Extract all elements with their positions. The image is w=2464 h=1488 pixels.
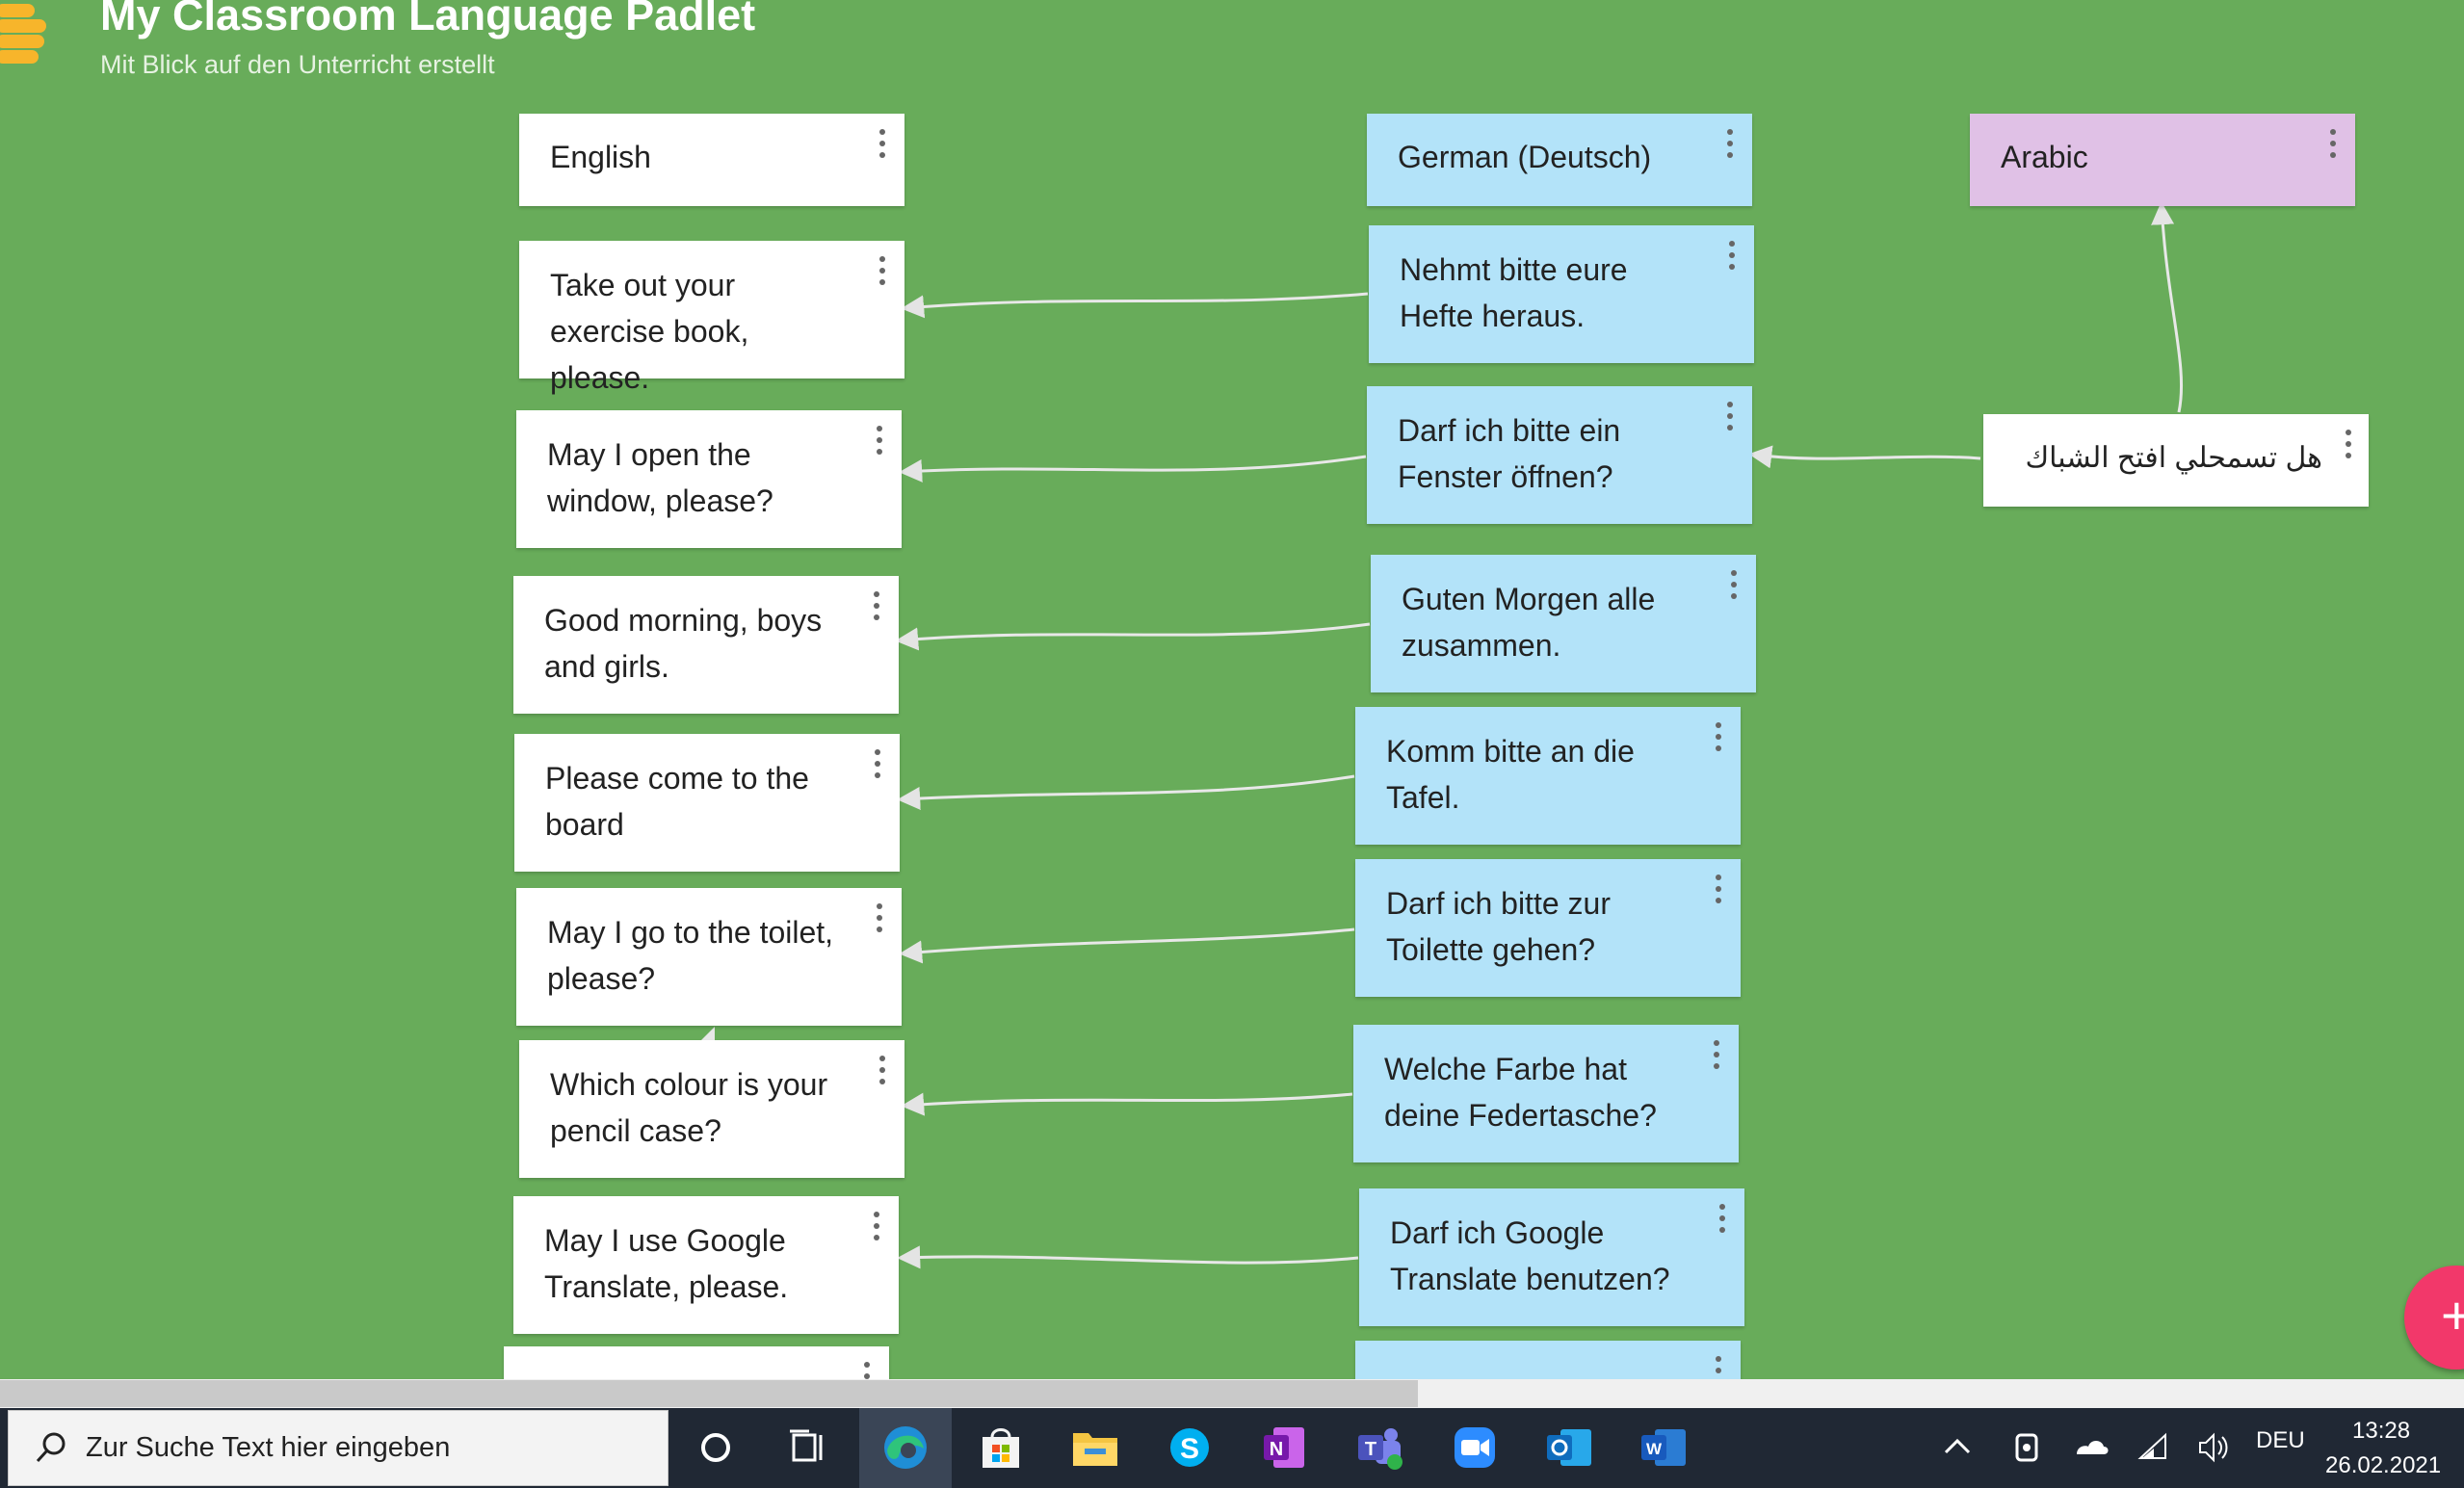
clock-date[interactable]: 26.02.2021 bbox=[2325, 1452, 2442, 1478]
post-card-english[interactable]: Which colour is your pencil case? bbox=[519, 1040, 904, 1178]
column-header-english[interactable]: English bbox=[519, 114, 904, 206]
post-card-german[interactable]: Welche Farbe hat deine Federtasche? bbox=[1353, 1025, 1739, 1162]
post-card-german[interactable]: Komm bitte an die Tafel. bbox=[1355, 707, 1741, 845]
post-text: Darf ich bitte zur Toilette gehen? bbox=[1386, 886, 1611, 967]
post-text: Take out your exercise book, please. bbox=[550, 268, 749, 395]
onenote-icon[interactable]: N bbox=[1256, 1420, 1312, 1475]
padlet-canvas: My Classroom Language Padlet Mit Blick a… bbox=[0, 0, 2464, 1379]
windows-taskbar: Zur Suche Text hier eingeben S N T bbox=[0, 1408, 2464, 1488]
more-options-icon[interactable] bbox=[852, 1360, 879, 1379]
post-card-english[interactable]: May I use Google Translate, please. bbox=[513, 1196, 899, 1334]
edge-icon[interactable] bbox=[878, 1420, 933, 1475]
post-text: May I go to the toilet, please? bbox=[547, 915, 834, 996]
svg-text:W: W bbox=[1646, 1440, 1663, 1458]
post-card-german[interactable]: Guten Morgen alle zusammen. bbox=[1371, 555, 1756, 692]
task-view-icon[interactable] bbox=[780, 1420, 836, 1475]
more-options-icon[interactable] bbox=[2334, 428, 2361, 466]
board-title: My Classroom Language Padlet bbox=[100, 0, 756, 39]
post-card-german[interactable]: Darf ich bitte zur Toilette gehen? bbox=[1355, 859, 1741, 997]
more-options-icon[interactable] bbox=[865, 901, 892, 940]
post-card-arabic[interactable]: هل تسمحلي افتح الشباك bbox=[1983, 414, 2369, 507]
post-text: May I open the window, please? bbox=[547, 437, 773, 518]
clock-time[interactable]: 13:28 bbox=[2352, 1418, 2411, 1444]
post-text: Please come to the board bbox=[545, 761, 809, 842]
post-card-german[interactable]: Darf ich Google Translate benutzen? bbox=[1359, 1188, 1744, 1326]
more-options-icon[interactable] bbox=[1716, 400, 1743, 438]
post-card-english[interactable]: May I go to the toilet, please? bbox=[516, 888, 902, 1026]
more-options-icon[interactable] bbox=[1719, 568, 1746, 607]
more-options-icon[interactable] bbox=[868, 127, 895, 166]
teams-icon[interactable]: T bbox=[1352, 1420, 1408, 1475]
volume-icon[interactable] bbox=[2194, 1420, 2233, 1475]
more-options-icon[interactable] bbox=[1716, 127, 1743, 166]
store-icon[interactable] bbox=[973, 1420, 1029, 1475]
more-options-icon[interactable] bbox=[865, 424, 892, 462]
chevron-up-icon[interactable] bbox=[1938, 1420, 1977, 1475]
post-text: Good morning, boys and girls. bbox=[544, 603, 823, 684]
board-subtitle: Mit Blick auf den Unterricht erstellt bbox=[100, 50, 495, 79]
post-text: Guten Morgen alle zusammen. bbox=[1402, 582, 1656, 663]
more-options-icon[interactable] bbox=[1702, 1038, 1729, 1077]
more-options-icon[interactable] bbox=[862, 589, 889, 628]
post-text: Nehmt bitte eure Hefte heraus. bbox=[1400, 252, 1628, 333]
more-options-icon[interactable] bbox=[868, 254, 895, 293]
more-options-icon[interactable] bbox=[863, 747, 890, 786]
post-card-partial[interactable] bbox=[504, 1346, 889, 1379]
taskbar-search-box[interactable]: Zur Suche Text hier eingeben bbox=[8, 1410, 668, 1486]
search-icon bbox=[36, 1432, 66, 1463]
more-options-icon[interactable] bbox=[862, 1210, 889, 1248]
column-header-arabic[interactable]: Arabic bbox=[1970, 114, 2355, 206]
connector-lines bbox=[701, 201, 2184, 1269]
more-options-icon[interactable] bbox=[868, 1054, 895, 1092]
post-card-english[interactable]: Take out your exercise book, please. bbox=[519, 241, 904, 395]
cortana-icon[interactable] bbox=[688, 1420, 744, 1475]
svg-text:S: S bbox=[1180, 1433, 1199, 1465]
post-card-english[interactable]: Good morning, boys and girls. bbox=[513, 576, 899, 714]
column-title-english: English bbox=[550, 140, 651, 174]
post-text: May I use Google Translate, please. bbox=[544, 1223, 789, 1304]
more-options-icon[interactable] bbox=[1704, 1354, 1731, 1379]
more-options-icon[interactable] bbox=[1704, 873, 1731, 911]
post-text: هل تسمحلي افتح الشباك bbox=[2025, 442, 2322, 474]
post-card-partial[interactable] bbox=[1355, 1341, 1741, 1379]
onedrive-icon[interactable] bbox=[2071, 1420, 2110, 1475]
post-text: Darf ich Google Translate benutzen? bbox=[1390, 1215, 1670, 1296]
post-text: Darf ich bitte ein Fenster öffnen? bbox=[1398, 413, 1621, 494]
column-title-german: German (Deutsch) bbox=[1398, 140, 1652, 174]
more-options-icon[interactable] bbox=[1708, 1202, 1735, 1240]
input-language-indicator[interactable]: DEU bbox=[2256, 1427, 2305, 1453]
post-text: Komm bitte an die Tafel. bbox=[1386, 734, 1635, 815]
thumbs-up-logo-icon bbox=[0, 4, 46, 64]
word-icon[interactable]: W bbox=[1636, 1420, 1691, 1475]
zoom-icon[interactable] bbox=[1447, 1420, 1503, 1475]
column-header-german[interactable]: German (Deutsch) bbox=[1367, 114, 1752, 206]
column-title-arabic: Arabic bbox=[2001, 140, 2088, 174]
post-text: Which colour is your pencil case? bbox=[550, 1067, 828, 1148]
post-card-english[interactable]: Please come to the board bbox=[514, 734, 900, 872]
outlook-icon[interactable] bbox=[1541, 1420, 1597, 1475]
camera-icon[interactable] bbox=[2009, 1420, 2048, 1475]
more-options-icon[interactable] bbox=[1704, 720, 1731, 759]
post-card-german[interactable]: Darf ich bitte ein Fenster öffnen? bbox=[1367, 386, 1752, 524]
svg-text:N: N bbox=[1270, 1439, 1283, 1460]
more-options-icon[interactable] bbox=[1717, 239, 1744, 277]
more-options-icon[interactable] bbox=[2319, 127, 2346, 166]
add-post-button[interactable]: + bbox=[2404, 1266, 2464, 1370]
svg-text:T: T bbox=[1365, 1439, 1376, 1460]
search-placeholder: Zur Suche Text hier eingeben bbox=[86, 1432, 451, 1463]
file-explorer-icon[interactable] bbox=[1067, 1420, 1123, 1475]
post-card-english[interactable]: May I open the window, please? bbox=[516, 410, 902, 548]
post-text: Welche Farbe hat deine Federtasche? bbox=[1384, 1052, 1657, 1133]
skype-icon[interactable]: S bbox=[1162, 1420, 1218, 1475]
post-card-german[interactable]: Nehmt bitte eure Hefte heraus. bbox=[1369, 225, 1754, 363]
scrollbar-thumb[interactable] bbox=[0, 1380, 1418, 1407]
wifi-icon[interactable] bbox=[2135, 1420, 2173, 1475]
